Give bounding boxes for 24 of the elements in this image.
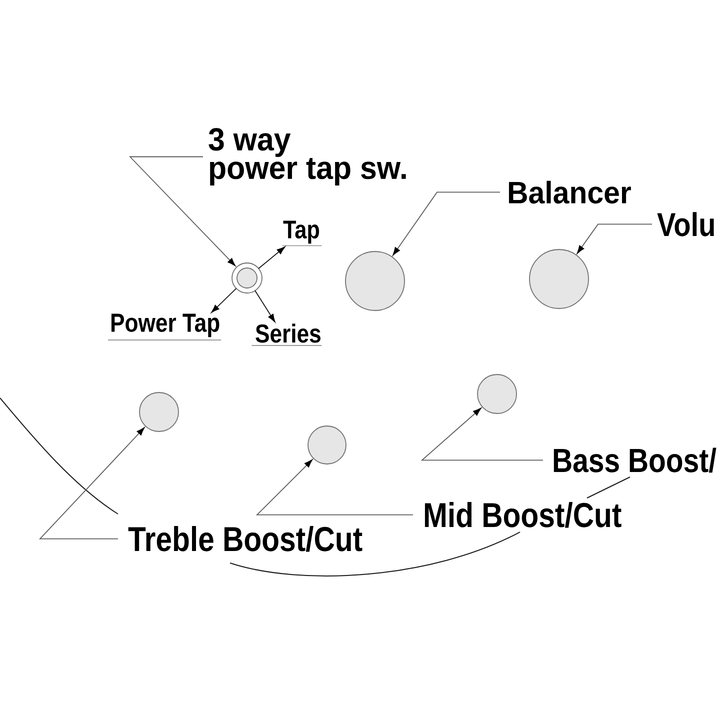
callout-label: Volu: [657, 212, 714, 236]
position-label: Tap: [282, 220, 322, 246]
control-knob: [529, 249, 589, 309]
callout-label: Balancer: [508, 180, 631, 204]
leader-line: [392, 192, 500, 256]
arrow: [254, 290, 276, 322]
callout-label: Bass Boost/: [554, 448, 716, 473]
leader-line: [576, 224, 652, 254]
callout-label: 3 way power tap sw.: [208, 128, 406, 186]
leader-line: [128, 156, 236, 266]
callout-label: Mid Boost/Cut: [424, 502, 622, 528]
arrow: [258, 246, 286, 269]
position-label: Power Tap: [108, 314, 222, 340]
arrow: [211, 288, 237, 313]
control-knob: [345, 251, 405, 311]
control-knob: [477, 374, 517, 414]
callout-label: Treble Boost/Cut: [128, 526, 362, 552]
position-label: Series: [251, 324, 322, 346]
leader-line: [256, 459, 414, 516]
control-knob: [308, 426, 346, 464]
toggle-switch: [232, 262, 262, 294]
leader-line: [420, 408, 544, 461]
leader-line: [38, 427, 145, 540]
control-knob: [139, 392, 179, 432]
